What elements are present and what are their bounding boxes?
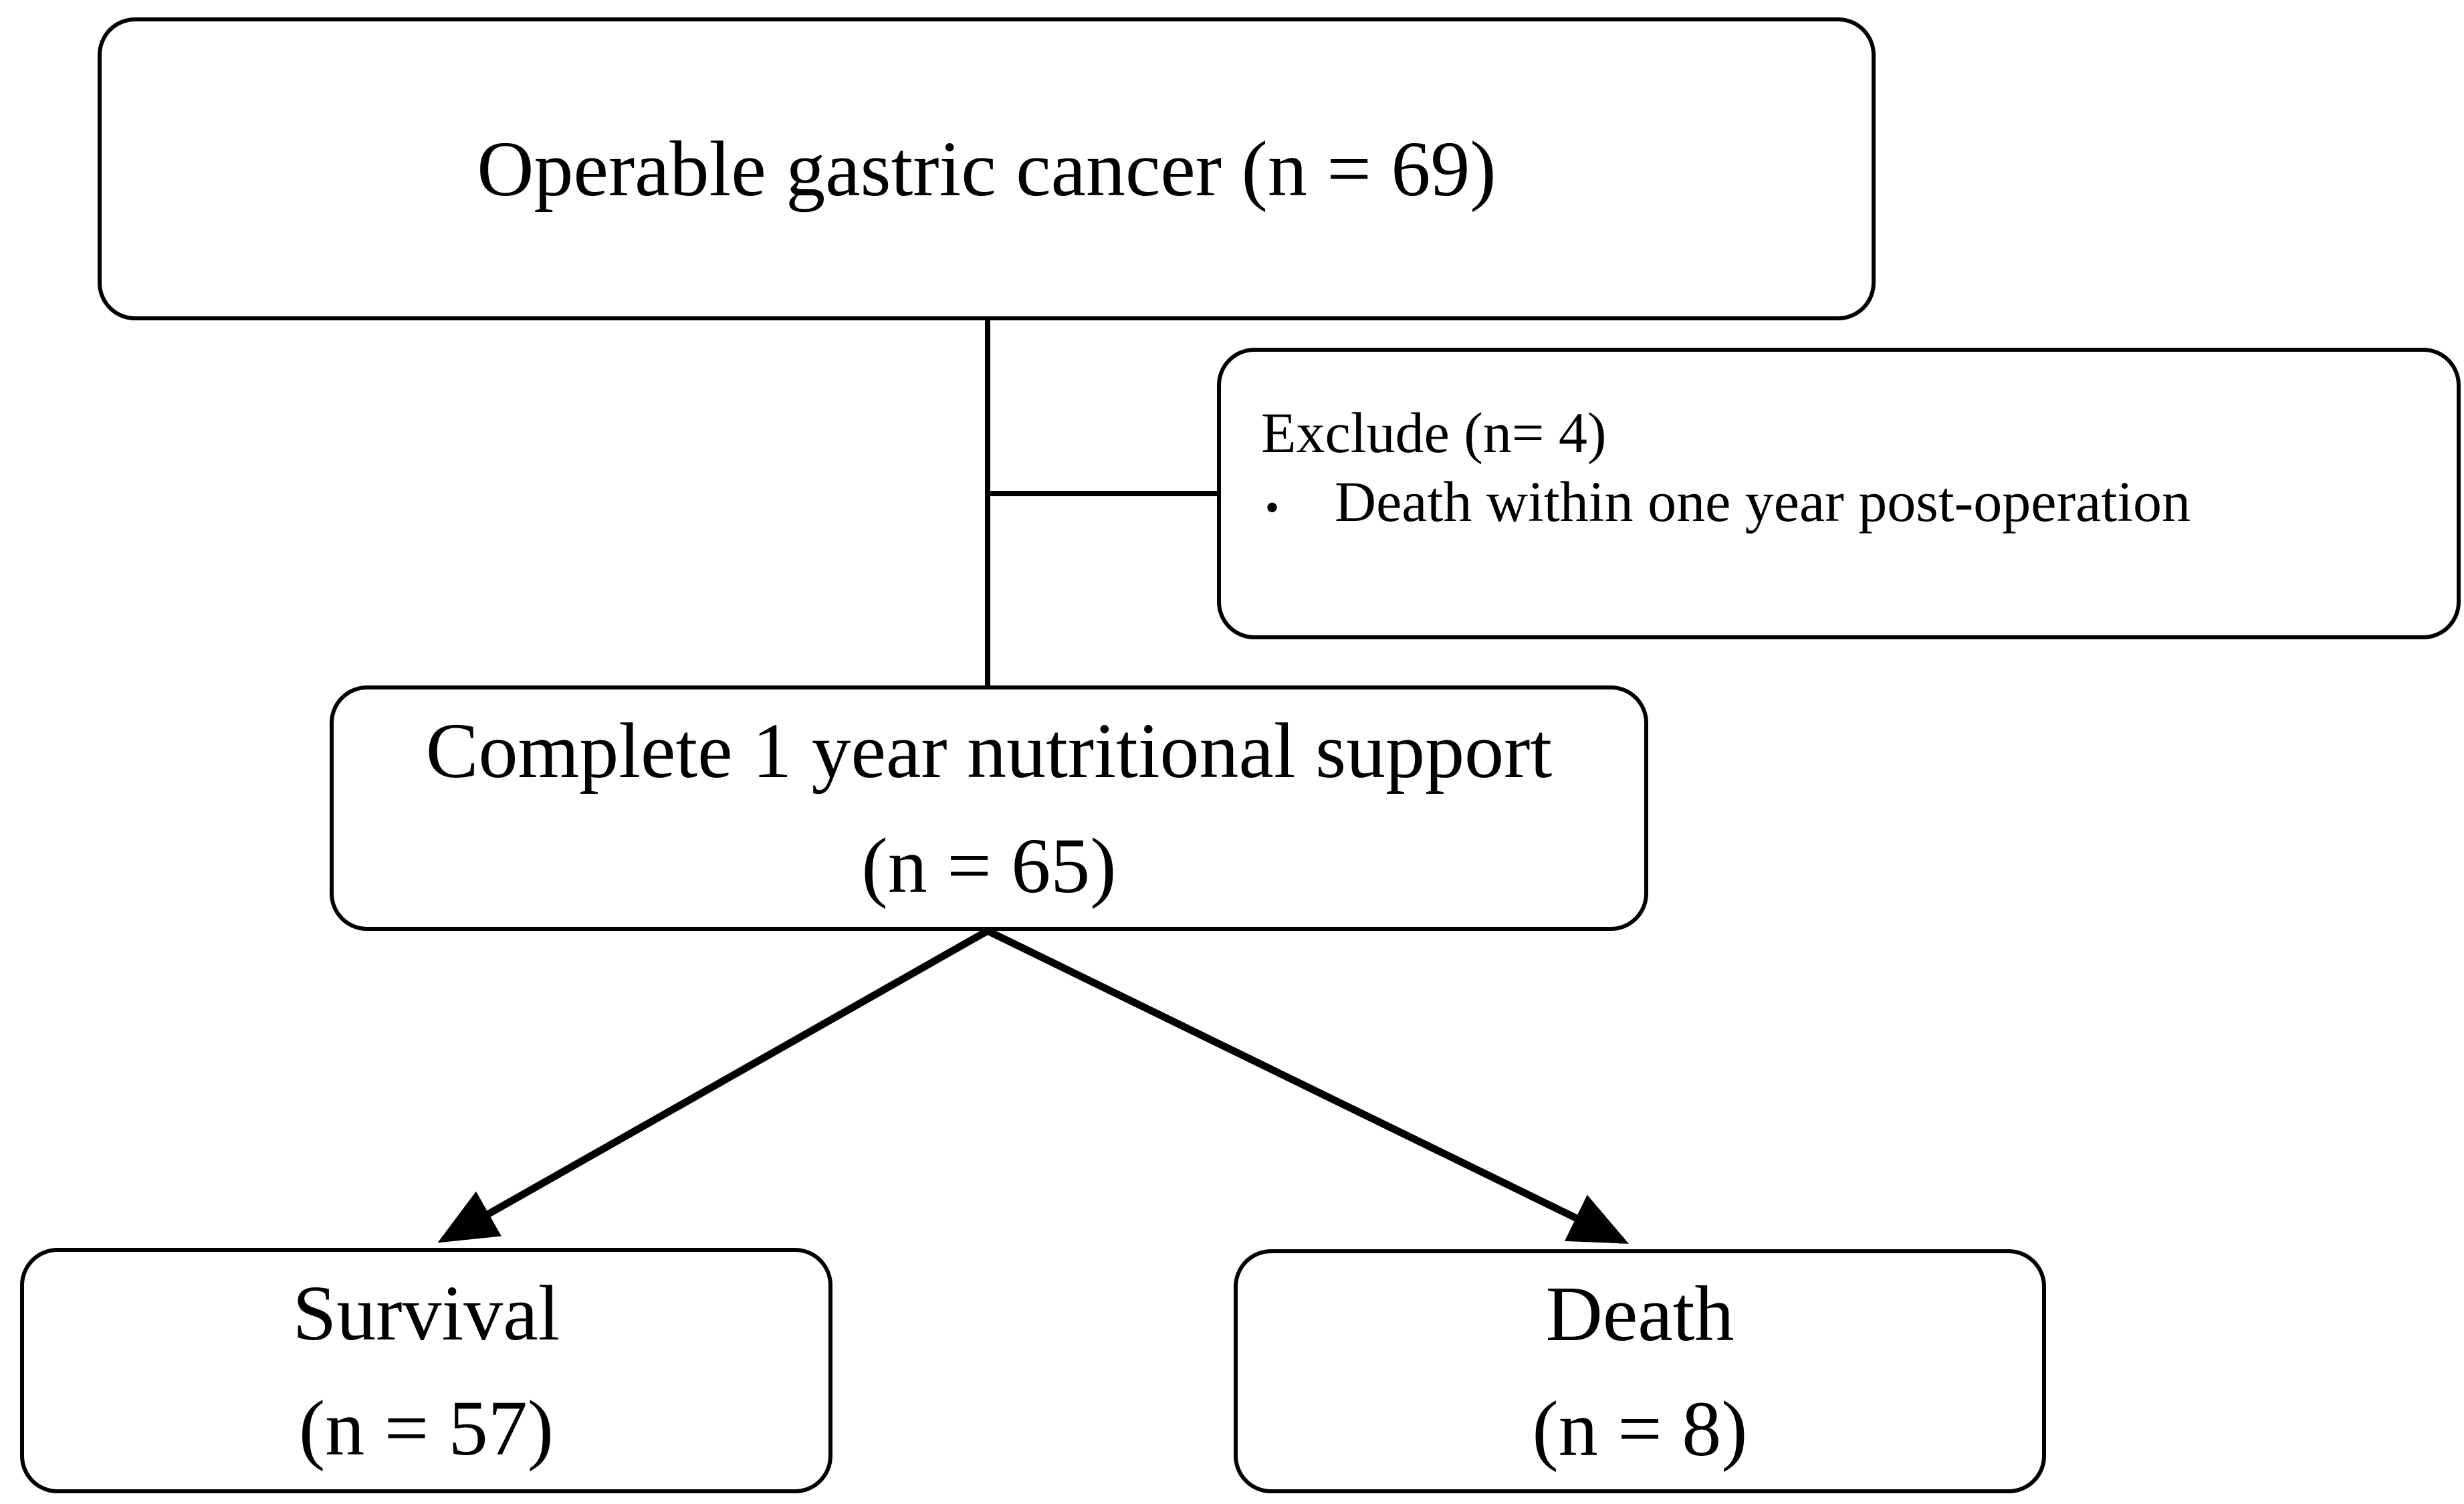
node-complete-count: (n = 65) xyxy=(861,821,1117,909)
node-operable-gastric-cancer: Operable gastric cancer (n = 69) xyxy=(98,17,1876,320)
bullet-icon: • xyxy=(1265,486,1280,530)
node-operable-label: Operable gastric cancer (n = 69) xyxy=(477,124,1496,213)
exclude-list-item: • Death within one year post-operation xyxy=(1261,467,2457,536)
node-complete-nutritional-support: Complete 1 year nutritional support (n =… xyxy=(330,685,1648,931)
exclude-item-text: Death within one year post-operation xyxy=(1335,469,2191,534)
node-survival-label: Survival xyxy=(292,1269,560,1358)
node-survival-count: (n = 57) xyxy=(298,1384,554,1472)
exclude-title: Exclude (n= 4) xyxy=(1261,401,1607,465)
node-exclude: Exclude (n= 4) • Death within one year p… xyxy=(1217,348,2461,639)
node-complete-label: Complete 1 year nutritional support xyxy=(425,707,1553,795)
edge-complete-to-survival-arrow xyxy=(437,928,990,1243)
edge-complete-to-death-arrow xyxy=(986,928,1629,1244)
node-death-label: Death xyxy=(1545,1270,1734,1358)
node-death-count: (n = 8) xyxy=(1532,1384,1748,1473)
node-survival: Survival (n = 57) xyxy=(20,1248,832,1493)
node-death: Death (n = 8) xyxy=(1234,1249,2046,1493)
